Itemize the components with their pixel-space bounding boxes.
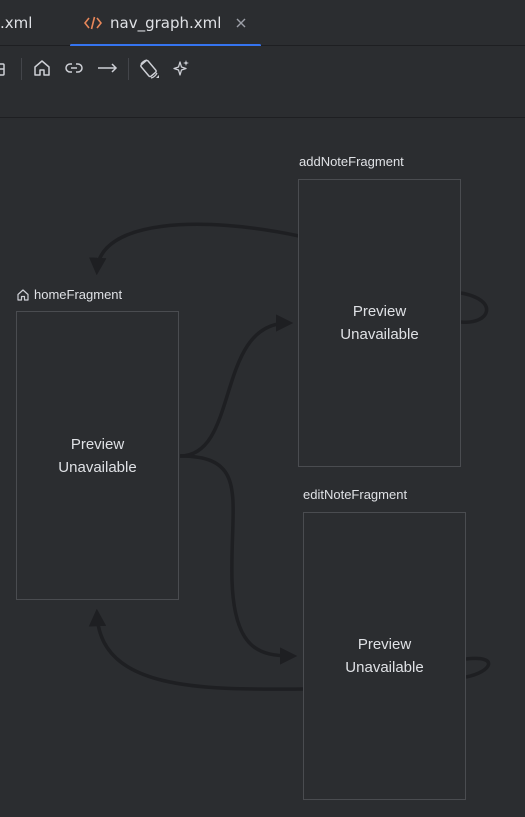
sparkle-icon[interactable] <box>171 58 191 78</box>
tab-nav-graph[interactable]: nav_graph.xml <box>70 0 261 47</box>
action-add-note-self-loop <box>460 291 489 324</box>
preview-text: Unavailable <box>345 659 424 676</box>
arrow-right-icon[interactable] <box>96 58 120 78</box>
link-icon[interactable] <box>64 58 84 78</box>
preview-text: Preview <box>70 435 125 453</box>
preview-text: Unavailable <box>58 458 137 476</box>
close-icon[interactable] <box>235 17 247 29</box>
tab-label: .xml <box>0 14 33 32</box>
add-note-fragment[interactable]: Preview Unavailable <box>298 179 461 467</box>
toolbar-separator <box>21 58 22 80</box>
fragment-name: addNoteFragment <box>299 154 404 169</box>
xml-file-icon <box>84 15 102 31</box>
fragment-name: editNoteFragment <box>303 487 408 502</box>
fragment-name: homeFragment <box>34 287 123 302</box>
preview-text: Preview <box>357 636 412 653</box>
active-tab-indicator <box>70 44 261 47</box>
rotate-icon[interactable] <box>138 58 160 80</box>
device-icon[interactable] <box>0 58 14 78</box>
editor-tab-bar: .xml nav_graph.xml <box>0 0 525 47</box>
edit-note-fragment-label: editNoteFragment <box>303 487 407 502</box>
tab-label: nav_graph.xml <box>110 14 222 32</box>
action-add-note-to-home <box>89 222 300 276</box>
action-home-to-edit-note <box>179 454 298 665</box>
home-fragment-label: homeFragment <box>16 287 122 302</box>
tab-previous-xml[interactable]: .xml <box>0 0 32 46</box>
preview-text: Preview <box>352 303 407 320</box>
toolbar-subbar <box>0 90 525 118</box>
home-fragment[interactable]: Preview Unavailable <box>16 311 179 600</box>
preview-text: Unavailable <box>340 326 419 343</box>
edit-note-fragment[interactable]: Preview Unavailable <box>303 512 466 800</box>
toolbar-separator <box>128 58 129 80</box>
action-edit-note-self-loop <box>465 656 491 679</box>
home-icon <box>16 288 30 302</box>
nav-editor-toolbar <box>0 46 525 90</box>
add-note-fragment-label: addNoteFragment <box>299 154 404 169</box>
action-edit-note-to-home <box>88 608 304 691</box>
home-icon[interactable] <box>32 58 52 78</box>
navigation-actions <box>88 222 491 691</box>
action-home-to-add-note <box>179 314 294 458</box>
